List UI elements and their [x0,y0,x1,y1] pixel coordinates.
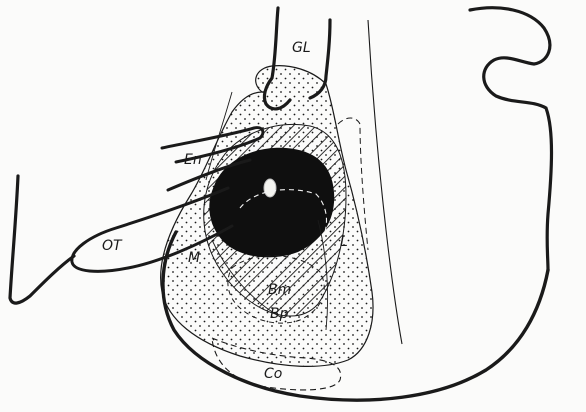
label-bm: Bm [268,282,291,298]
label-bp: Bp [270,306,289,322]
right-hook-contour [470,8,552,270]
central-spot [264,179,276,197]
label-l: L [340,234,348,250]
thin-vertical-line [368,20,402,344]
outer-left-contour [10,176,74,303]
label-gl: GL [292,40,311,56]
label-en: En [184,152,202,168]
label-co: Co [264,366,282,382]
label-m: M [188,250,200,266]
label-ot: OT [102,238,123,254]
